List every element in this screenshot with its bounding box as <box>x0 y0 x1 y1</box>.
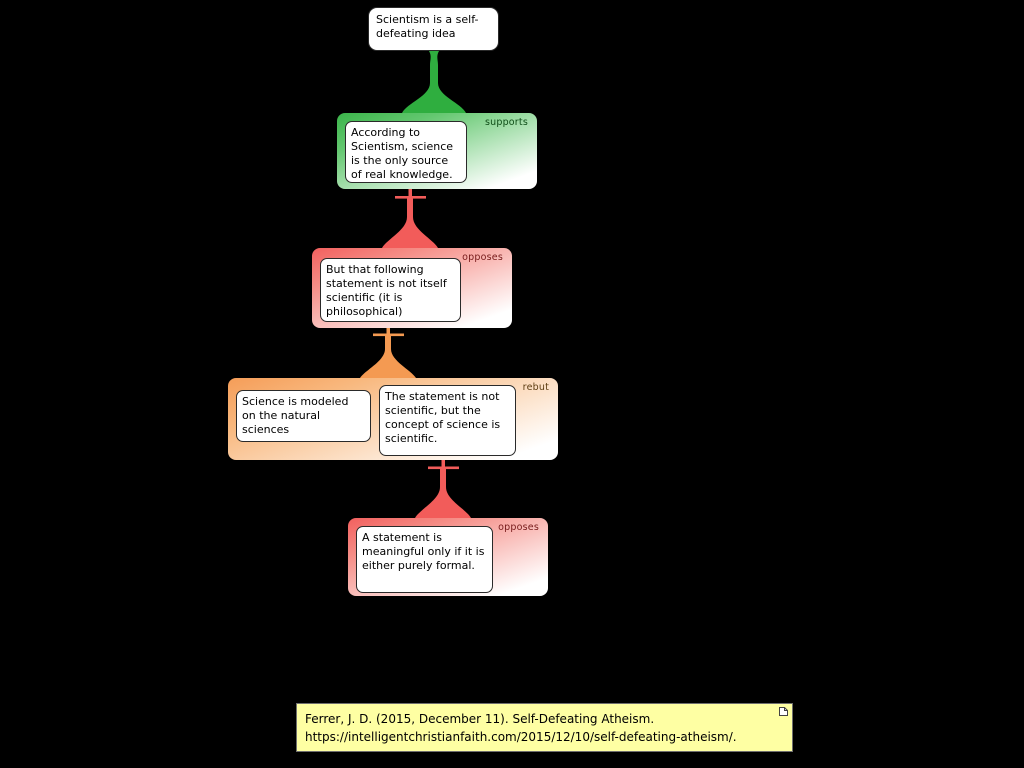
claim-box[interactable]: A statement is meaningful only if it is … <box>356 526 493 593</box>
opposes-group-2[interactable]: opposes A statement is meaningful only i… <box>348 518 548 596</box>
claim-box[interactable]: The statement is not scientific, but the… <box>379 385 516 456</box>
opposes-connector-icon <box>415 460 471 518</box>
rebut-connector-icon <box>360 328 416 378</box>
claim-root[interactable]: Scientism is a self-defeating idea <box>368 7 499 51</box>
relation-label: opposes <box>462 252 503 263</box>
note-fold-icon <box>779 707 788 716</box>
claim-box[interactable]: Science is modeled on the natural scienc… <box>236 390 371 442</box>
citation-note[interactable]: Ferrer, J. D. (2015, December 11). Self-… <box>296 703 793 752</box>
relation-label: supports <box>484 117 528 128</box>
supports-group[interactable]: supports According to Scientism, science… <box>337 113 537 189</box>
opposes-connector-icon <box>382 189 438 248</box>
claim-box[interactable]: According to Scientism, science is the o… <box>345 121 467 183</box>
relation-label: opposes <box>498 522 539 533</box>
relation-label: rebut <box>522 382 549 393</box>
supports-connector-icon <box>402 51 466 113</box>
rebut-group[interactable]: rebut Science is modeled on the natural … <box>228 378 558 460</box>
citation-line-1: Ferrer, J. D. (2015, December 11). Self-… <box>305 712 655 726</box>
opposes-group-1[interactable]: opposes But that following statement is … <box>312 248 512 328</box>
claim-box[interactable]: But that following statement is not itse… <box>320 258 461 322</box>
citation-line-2: https://intelligentchristianfaith.com/20… <box>305 730 737 744</box>
